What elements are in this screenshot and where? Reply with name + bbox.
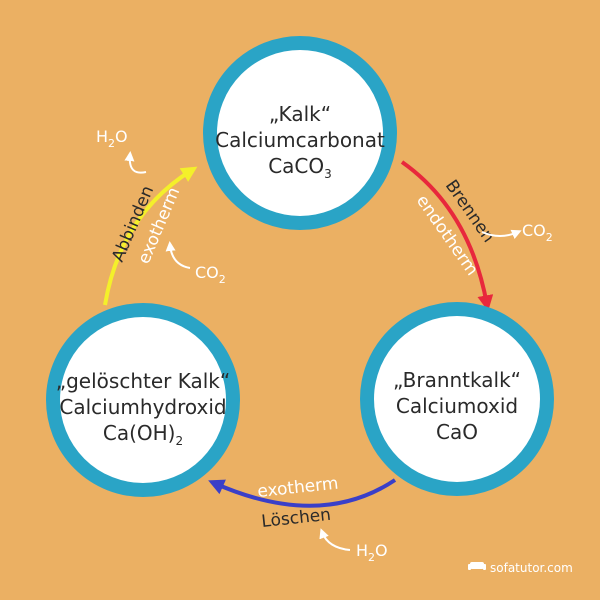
molecule-co2-left: CO2 [195,263,226,286]
arrow-abbinden [103,166,198,306]
node-kalk-chemical: Calciumcarbonat [215,128,385,152]
arrow-co2-in [165,241,191,269]
brand-text: sofatutor.com [490,561,573,575]
node-branntkalk-name: „Branntkalk“ [393,368,521,392]
arrow-h2o-in [319,528,351,551]
node-branntkalk: „Branntkalk“ Calciumoxid CaO [360,302,554,496]
molecule-h2o-bottom: H2O [356,541,388,564]
node-kalk-circle [203,36,397,230]
sofa-icon [468,562,486,570]
node-branntkalk-formula: CaO [436,420,478,444]
node-kalk-name: „Kalk“ [269,102,331,126]
node-kalk: „Kalk“ Calciumcarbonat CaCO3 [203,36,397,230]
node-geloeschter-kalk-chemical: Calciumhydroxid [59,395,226,419]
arrow-loeschen [208,478,397,508]
arrow-h2o-out [124,151,147,174]
node-branntkalk-chemical: Calciumoxid [396,394,518,418]
arrow-brennen [400,160,494,312]
node-kalk-formula: CaCO3 [268,154,332,181]
node-geloeschter-kalk-name: „gelöschter Kalk“ [56,369,231,393]
node-geloeschter-kalk-circle [46,303,240,497]
node-branntkalk-circle [360,302,554,496]
node-geloeschter-kalk: „gelöschter Kalk“ Calciumhydroxid Ca(OH)… [46,303,240,497]
molecule-h2o-left: H2O [96,127,128,150]
molecule-co2-right: CO2 [522,221,553,244]
node-geloeschter-kalk-formula: Ca(OH)2 [103,421,183,448]
arrow-co2-out [481,229,522,240]
brand-watermark: sofatutor.com [468,561,573,575]
